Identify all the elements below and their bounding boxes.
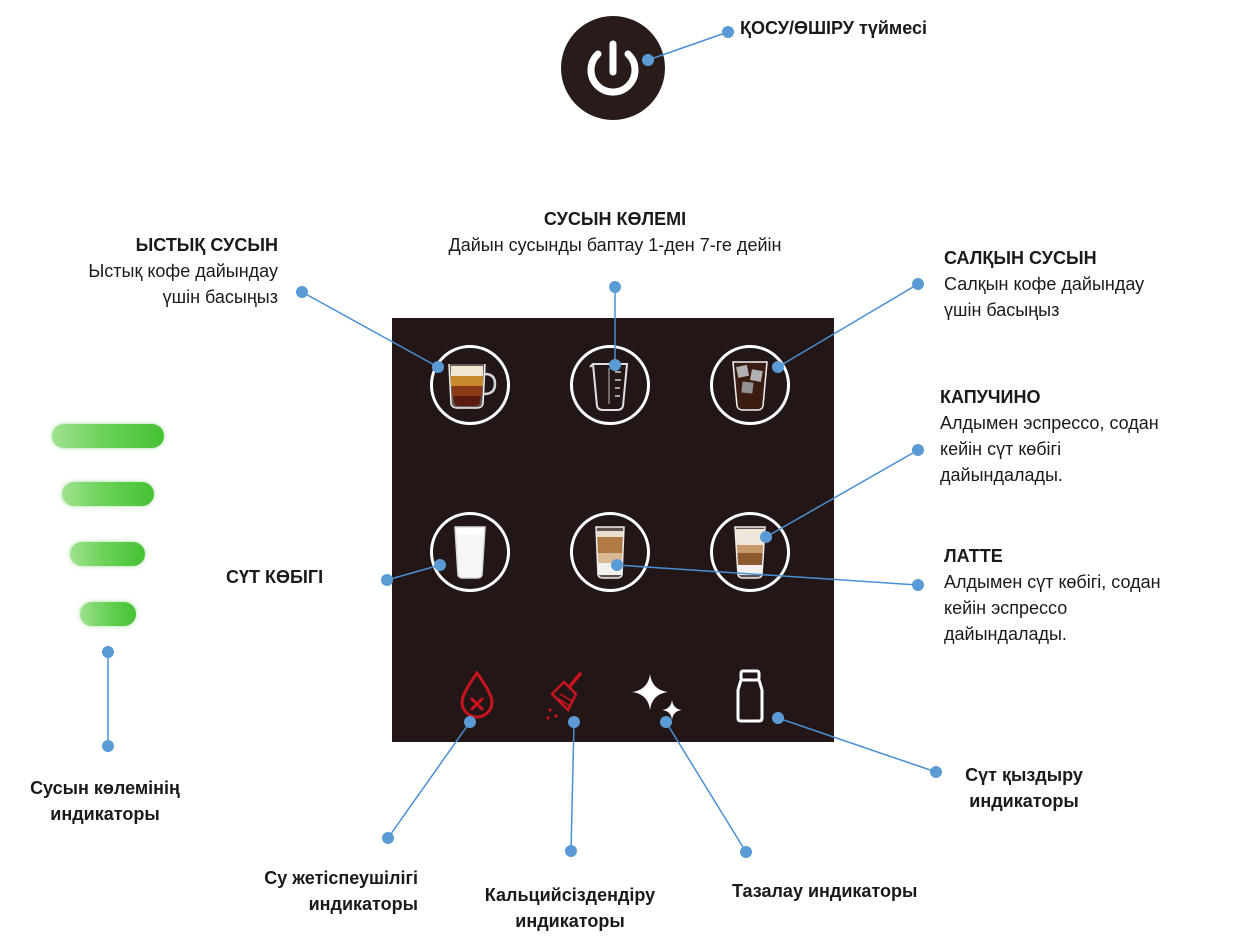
iced-coffee-glass-icon [732, 361, 768, 411]
hot-drink-desc-2: үшін басыңыз [162, 287, 278, 307]
hot-coffee-cup-icon [448, 363, 497, 409]
volume-bar-2 [70, 542, 145, 566]
cappuccino-button[interactable] [710, 512, 790, 592]
volume-desc: Дайын сусынды баптау 1-ден 7-ге дейін [448, 235, 782, 255]
latte-label: ЛАТТЕ Алдымен сүт көбігі, содан кейін эс… [944, 543, 1161, 647]
cappuccino-desc-1: Алдымен эспрессо, содан [940, 413, 1159, 433]
measuring-cup-icon [589, 363, 629, 411]
volume-title: СУСЫН КӨЛЕМІ [543, 209, 687, 229]
milk-heating-indicator [730, 668, 770, 724]
milk-heat-indicator-label-2: индикаторы [969, 791, 1079, 811]
milk-foam-button[interactable] [430, 512, 510, 592]
cold-drink-button[interactable] [710, 345, 790, 425]
cleaning-indicator [628, 670, 692, 726]
power-button-label: ҚОСУ/ӨШІРУ түймесі [740, 18, 927, 38]
milk-heat-indicator-label-1: Сүт қыздыру [965, 765, 1083, 785]
power-button[interactable] [561, 16, 665, 120]
descaling-indicator [544, 670, 590, 722]
water-indicator-label-2: индикаторы [308, 894, 418, 914]
descale-indicator-label: Кальцийсіздендіру индикаторы [445, 882, 695, 934]
hot-drink-label: ЫСТЫҚ СУСЫН Ыстық кофе дайындау үшін бас… [88, 232, 278, 310]
latte-desc-1: Алдымен сүт көбігі, содан [944, 572, 1161, 592]
latte-glass-icon [595, 526, 625, 579]
water-indicator-label: Су жетіспеушілігі индикаторы [264, 865, 418, 917]
volume-bar-3 [62, 482, 154, 506]
milk-heat-indicator-label: Сүт қыздыру индикаторы [934, 762, 1114, 814]
latte-desc-2: кейін эспрессо [944, 598, 1068, 618]
drink-volume-button[interactable] [570, 345, 650, 425]
cold-drink-title: САЛҚЫН СУСЫН [944, 248, 1097, 268]
descale-indicator-label-1: Кальцийсіздендіру [484, 885, 656, 905]
volume-indicator-label-1: Сусын көлемінің [30, 778, 180, 798]
cappuccino-desc-2: кейін сүт көбігі [940, 439, 1062, 459]
water-indicator-label-1: Су жетіспеушілігі [264, 868, 418, 888]
volume-indicator-label: Сусын көлемінің индикаторы [0, 775, 210, 827]
hot-drink-title: ЫСТЫҚ СУСЫН [135, 235, 278, 255]
cappuccino-label: КАПУЧИНО Алдымен эспрессо, содан кейін с… [940, 384, 1159, 488]
sparkle-icon [632, 674, 682, 720]
latte-desc-3: дайындалады. [944, 624, 1067, 644]
cold-drink-desc-2: үшін басыңыз [944, 300, 1060, 320]
volume-label: СУСЫН КӨЛЕМІ Дайын сусынды баптау 1-ден … [370, 206, 860, 258]
milk-glass-icon [454, 526, 486, 579]
cappuccino-desc-3: дайындалады. [940, 465, 1063, 485]
latte-title: ЛАТТЕ [944, 546, 1003, 566]
milk-foam-label: СҮТ КӨБІГІ [226, 567, 324, 587]
control-panel [392, 318, 834, 742]
cold-drink-desc-1: Салқын кофе дайындау [944, 274, 1145, 294]
hot-drink-desc-1: Ыстық кофе дайындау [88, 261, 278, 281]
descaling-brush-icon [546, 672, 582, 720]
descale-indicator-label-2: индикаторы [515, 911, 625, 931]
clean-indicator-label: Тазалау индикаторы [732, 881, 918, 901]
milk-bottle-icon [736, 669, 764, 723]
water-shortage-indicator [454, 670, 500, 722]
cappuccino-glass-icon [734, 526, 766, 579]
hot-drink-button[interactable] [430, 345, 510, 425]
volume-indicator-label-2: индикаторы [50, 804, 160, 824]
water-drop-x-icon [460, 670, 494, 719]
power-icon [587, 40, 639, 96]
volume-bar-4 [52, 424, 164, 448]
cappuccino-title: КАПУЧИНО [940, 387, 1041, 407]
latte-button[interactable] [570, 512, 650, 592]
cold-drink-label: САЛҚЫН СУСЫН Салқын кофе дайындау үшін б… [944, 245, 1144, 323]
volume-bar-1 [80, 602, 136, 626]
